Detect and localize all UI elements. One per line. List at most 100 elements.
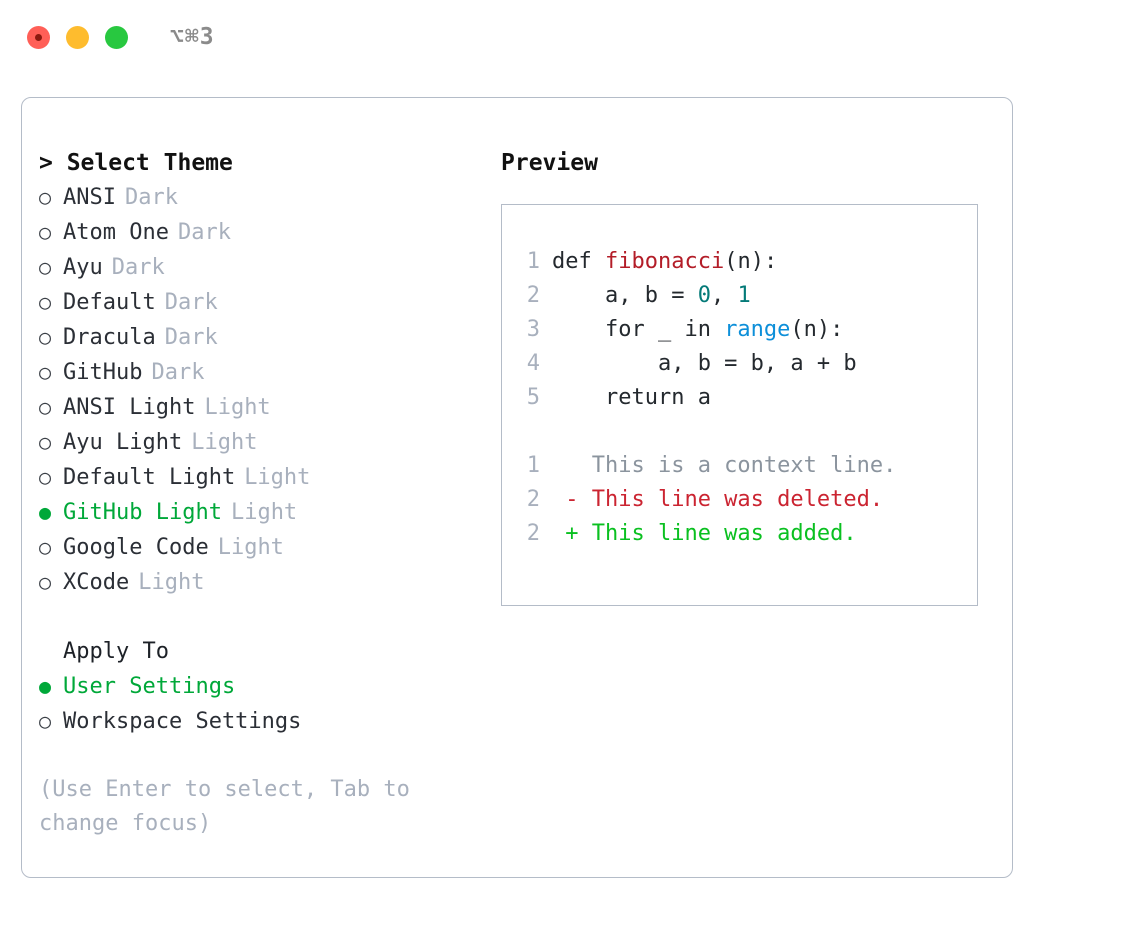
radio-unselected-icon: ○ xyxy=(39,430,52,454)
theme-option-atom-one[interactable]: ○ Atom One Dark xyxy=(39,215,499,250)
theme-option-label: Default xyxy=(63,290,156,315)
theme-option-tag: Dark xyxy=(164,290,218,315)
code-line-text: a, b = 0, 1 xyxy=(552,279,751,313)
theme-option-tag: Dark xyxy=(164,325,218,350)
radio-unselected-icon: ○ xyxy=(39,465,52,489)
theme-option-xcode[interactable]: ○ XCode Light xyxy=(39,565,499,600)
code-line-number: 3 xyxy=(526,317,540,342)
code-token-num: 0 xyxy=(697,283,711,308)
theme-option-github-light[interactable]: ● GitHub Light Light xyxy=(39,495,499,530)
diff-line-text: This is a context line. xyxy=(552,453,897,478)
code-token-plain: a, b = b, a + b xyxy=(552,351,857,376)
theme-option-label: XCode xyxy=(63,570,130,595)
apply-to-option-workspace-settings[interactable]: ○Workspace Settings xyxy=(39,704,499,739)
code-line-number: 1 xyxy=(526,249,540,274)
theme-option-label: ANSI xyxy=(63,185,116,210)
apply-to-option-label: User Settings xyxy=(63,674,236,699)
theme-option-default-light[interactable]: ○ Default Light Light xyxy=(39,460,499,495)
theme-option-label: Default Light xyxy=(63,465,236,490)
diff-line-number: 1 xyxy=(526,453,540,478)
code-line: 2 a, b = 0, 1 xyxy=(518,279,896,313)
maximize-button[interactable] xyxy=(105,26,128,49)
theme-option-tag: Dark xyxy=(111,255,165,280)
theme-option-label: Google Code xyxy=(63,535,209,560)
preview-heading: Preview xyxy=(501,150,598,176)
diff-line-add: 2 + This line was added. xyxy=(518,517,896,551)
diff-line-ctx: 1 This is a context line. xyxy=(518,449,897,483)
theme-option-tag: Light xyxy=(204,395,271,420)
theme-option-tag: Dark xyxy=(151,360,205,385)
code-line-text: for _ in range(n): xyxy=(552,313,843,347)
keyboard-hint-text: (Use Enter to select, Tab to change focu… xyxy=(39,777,410,836)
radio-selected-icon: ● xyxy=(39,500,52,524)
diff-line-number: 2 xyxy=(526,521,540,546)
theme-option-label: Ayu xyxy=(63,255,103,280)
apply-to-heading: Apply To xyxy=(63,639,169,664)
code-line-text: return a xyxy=(552,381,711,415)
radio-unselected-icon: ○ xyxy=(39,325,52,349)
radio-unselected-icon: ○ xyxy=(39,185,52,209)
code-token-plain: a, b = xyxy=(552,283,698,308)
apply-to-option-user-settings[interactable]: ● User Settings xyxy=(39,669,499,704)
window-controls xyxy=(27,26,128,49)
theme-option-tag: Light xyxy=(230,500,298,525)
code-token-plain: , xyxy=(710,283,738,308)
code-token-plain: return a xyxy=(552,385,711,410)
theme-option-tag: Dark xyxy=(124,185,178,210)
radio-unselected-icon: ○ xyxy=(39,360,52,384)
code-line-number: 5 xyxy=(526,385,540,410)
radio-unselected-icon: ○ xyxy=(39,220,52,244)
code-token-num: 1 xyxy=(737,283,751,308)
theme-option-ansi[interactable]: ○ ANSI Dark xyxy=(39,180,499,215)
diff-line-number: 2 xyxy=(526,487,540,512)
code-diff-separator xyxy=(518,415,896,449)
code-line: 1 def fibonacci(n): xyxy=(518,245,896,279)
radio-unselected-icon: ○ xyxy=(39,255,52,279)
code-token-fn: fibonacci xyxy=(604,249,725,274)
code-token-plain: for _ in xyxy=(552,317,725,342)
diff-sample: 1 This is a context line.2 - This line w… xyxy=(518,449,897,551)
apply-to-heading-row: ○ Apply To xyxy=(39,634,499,669)
radio-selected-icon: ● xyxy=(39,674,52,698)
theme-option-ayu-light[interactable]: ○ Ayu Light Light xyxy=(39,425,499,460)
diff-line-del: 2 - This line was deleted. xyxy=(518,483,896,517)
code-token-call: range xyxy=(724,317,791,342)
code-token-plain: (n): xyxy=(724,249,778,274)
radio-unselected-icon: ○ xyxy=(39,395,52,419)
theme-option-ayu[interactable]: ○ Ayu Dark xyxy=(39,250,499,285)
theme-option-tag: Light xyxy=(244,465,311,490)
radio-unselected-icon: ○ xyxy=(39,570,52,594)
theme-option-github[interactable]: ○ GitHub Dark xyxy=(39,355,499,390)
code-line-number: 4 xyxy=(526,351,540,376)
code-token-plain: def xyxy=(552,249,605,274)
theme-option-label: Ayu Light xyxy=(63,430,183,455)
theme-option-tag: Dark xyxy=(177,220,231,245)
close-button[interactable] xyxy=(27,26,50,49)
diff-line-text: + This line was added. xyxy=(552,521,857,546)
theme-option-label: GitHub xyxy=(63,360,143,385)
theme-option-tag: Light xyxy=(191,430,258,455)
theme-option-tag: Light xyxy=(217,535,284,560)
code-line-number: 2 xyxy=(526,283,540,308)
apply-to-option-list: ● User Settings ○Workspace Settings xyxy=(39,669,499,739)
code-line-text: def fibonacci(n): xyxy=(552,245,777,279)
minimize-button[interactable] xyxy=(66,26,89,49)
code-token-plain: (n): xyxy=(790,317,844,342)
code-line-text: a, b = b, a + b xyxy=(552,347,857,381)
apply-to-heading-spacer: ○ xyxy=(39,634,63,668)
theme-option-label: Atom One xyxy=(63,220,169,245)
code-line: 5 return a xyxy=(518,381,896,415)
theme-option-tag: Light xyxy=(138,570,205,595)
theme-option-label: GitHub Light xyxy=(63,500,222,525)
